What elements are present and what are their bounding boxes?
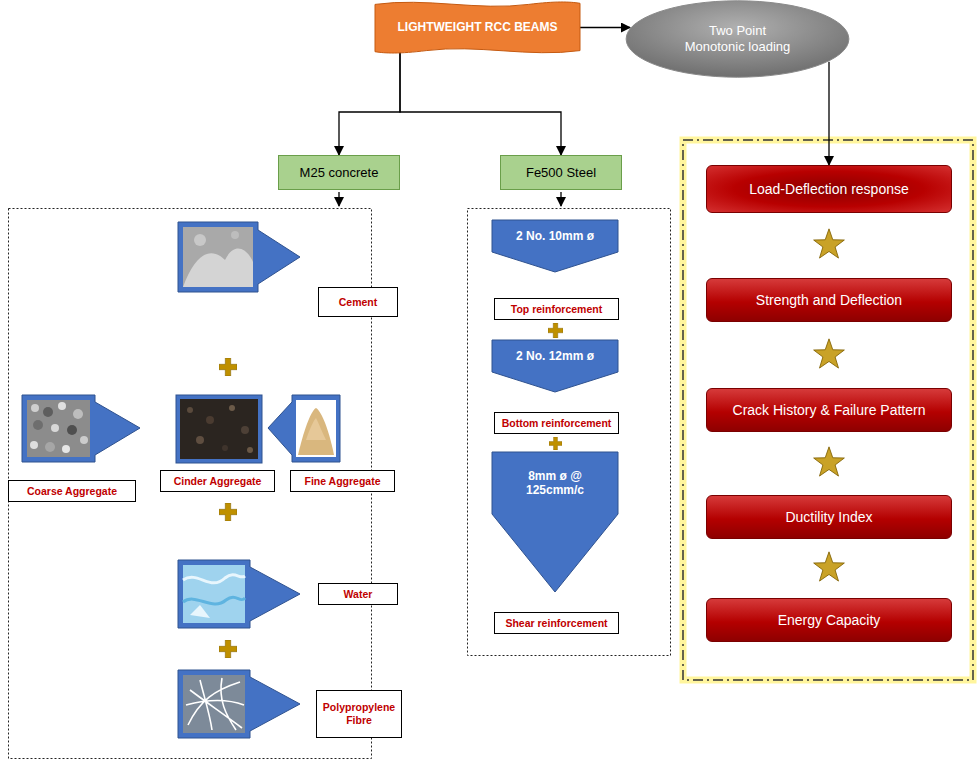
flow-arrow xyxy=(580,27,630,28)
star-symbol xyxy=(814,229,845,258)
water-picture xyxy=(178,560,300,628)
text-holder: Ductility Index xyxy=(785,509,872,526)
result-frame xyxy=(683,140,973,680)
star-symbol xyxy=(814,552,845,581)
text-holder: Two Point Monotonic loading xyxy=(682,23,794,54)
reinforcement-label-text: Top reinforcement xyxy=(511,303,602,316)
plus-sign xyxy=(219,503,237,521)
text-holder: Cinder Aggregate xyxy=(174,475,262,488)
ingredient-label: Polypropylene Fibre xyxy=(316,690,402,738)
text-holder: LIGHTWEIGHT RCC BEAMS xyxy=(398,20,558,34)
material-box: Fe500 Steel xyxy=(500,155,622,190)
banner-text: LIGHTWEIGHT RCC BEAMS xyxy=(398,20,558,34)
node-outline xyxy=(492,340,618,392)
cinder-aggregate-picture xyxy=(176,395,262,463)
result-text: Ductility Index xyxy=(785,509,872,526)
flow-arrow xyxy=(400,52,561,155)
flow-arrow xyxy=(828,62,829,165)
result-text: Strength and Deflection xyxy=(756,292,902,309)
feed-arrow xyxy=(560,192,561,206)
ingredient-label: Cinder Aggregate xyxy=(160,470,275,492)
star-symbol xyxy=(814,339,845,368)
result-frame-glow xyxy=(683,140,973,680)
text-holder: Bottom reinforcement xyxy=(502,417,612,430)
reinforcement-label-text: Shear reinforcement xyxy=(505,617,607,630)
material-text: M25 concrete xyxy=(300,165,379,181)
ingredient-text: Cinder Aggregate xyxy=(174,475,262,488)
node-outline xyxy=(492,220,618,272)
reinforcement-text: 2 No. 10mm ø xyxy=(516,229,594,243)
text-holder: M25 concrete xyxy=(300,165,379,181)
loading-ellipse: Two Point Monotonic loading xyxy=(625,0,850,78)
fine-aggregate-picture xyxy=(268,395,340,462)
ingredient-text: Polypropylene Fibre xyxy=(322,701,396,726)
text-holder: Strength and Deflection xyxy=(756,292,902,309)
plus-sign xyxy=(548,323,563,338)
feed-arrows xyxy=(339,192,561,206)
result-box: Crack History & Failure Pattern xyxy=(706,388,952,432)
ingredient-text: Coarse Aggregate xyxy=(27,485,117,498)
text-holder: 2 No. 12mm ø xyxy=(516,340,594,372)
group-frames xyxy=(9,140,974,759)
plus-sign xyxy=(219,358,237,376)
reinforcement-arrow: 2 No. 10mm ø xyxy=(492,220,618,272)
result-box: Energy Capacity xyxy=(706,598,952,642)
text-holder: Fe500 Steel xyxy=(526,165,596,181)
coarse-aggregate-picture xyxy=(22,395,140,462)
text-holder: 2 No. 10mm ø xyxy=(516,220,594,252)
fibre-picture xyxy=(178,670,300,738)
title-banner: LIGHTWEIGHT RCC BEAMS xyxy=(375,0,580,55)
feed-arrow xyxy=(338,192,339,206)
text-holder: Top reinforcement xyxy=(511,303,602,316)
star-symbol xyxy=(814,447,845,476)
plus-sign xyxy=(549,437,562,450)
reinforcement-label-text: Bottom reinforcement xyxy=(502,417,612,430)
text-holder: Crack History & Failure Pattern xyxy=(733,402,926,419)
ingredient-label: Coarse Aggregate xyxy=(8,480,136,502)
text-holder: Polypropylene Fibre xyxy=(322,701,396,726)
ingredient-text: Water xyxy=(344,588,373,601)
reinforcement-text: 8mm ø @ 125cmm/c xyxy=(515,469,595,498)
reinforcement-label: Shear reinforcement xyxy=(494,612,619,634)
steel-frame xyxy=(468,209,671,656)
text-holder: Water xyxy=(344,588,373,601)
result-text: Energy Capacity xyxy=(778,612,881,629)
reinforcement-arrow: 8mm ø @ 125cmm/c xyxy=(492,452,618,592)
reinforcement-label: Bottom reinforcement xyxy=(494,412,619,434)
result-box: Load-Deflection response xyxy=(706,165,952,213)
ingredient-label: Water xyxy=(318,583,398,605)
reinforcement-label: Top reinforcement xyxy=(494,298,619,320)
text-holder: Fine Aggregate xyxy=(304,475,380,488)
ingredient-text: Cement xyxy=(339,296,378,309)
result-text: Crack History & Failure Pattern xyxy=(733,402,926,419)
text-holder: 8mm ø @ 125cmm/c xyxy=(515,452,595,514)
text-holder: Coarse Aggregate xyxy=(27,485,117,498)
reinforcement-arrow: 2 No. 12mm ø xyxy=(492,340,618,392)
text-holder: Shear reinforcement xyxy=(505,617,607,630)
ingredient-label: Cement xyxy=(318,287,398,317)
result-box: Strength and Deflection xyxy=(706,278,952,322)
ingredient-text: Fine Aggregate xyxy=(304,475,380,488)
material-text: Fe500 Steel xyxy=(526,165,596,181)
text-holder: Load-Deflection response xyxy=(749,181,909,198)
plus-sign xyxy=(219,640,237,658)
flow-arrow xyxy=(339,52,400,155)
material-box: M25 concrete xyxy=(278,155,400,190)
result-text: Load-Deflection response xyxy=(749,181,909,198)
reinforcement-text: 2 No. 12mm ø xyxy=(516,349,594,363)
text-holder: Energy Capacity xyxy=(778,612,881,629)
cement-picture xyxy=(178,222,300,292)
loading-text: Two Point Monotonic loading xyxy=(682,23,794,54)
ingredient-label: Fine Aggregate xyxy=(290,470,395,492)
text-holder: Cement xyxy=(339,296,378,309)
result-box: Ductility Index xyxy=(706,495,952,539)
